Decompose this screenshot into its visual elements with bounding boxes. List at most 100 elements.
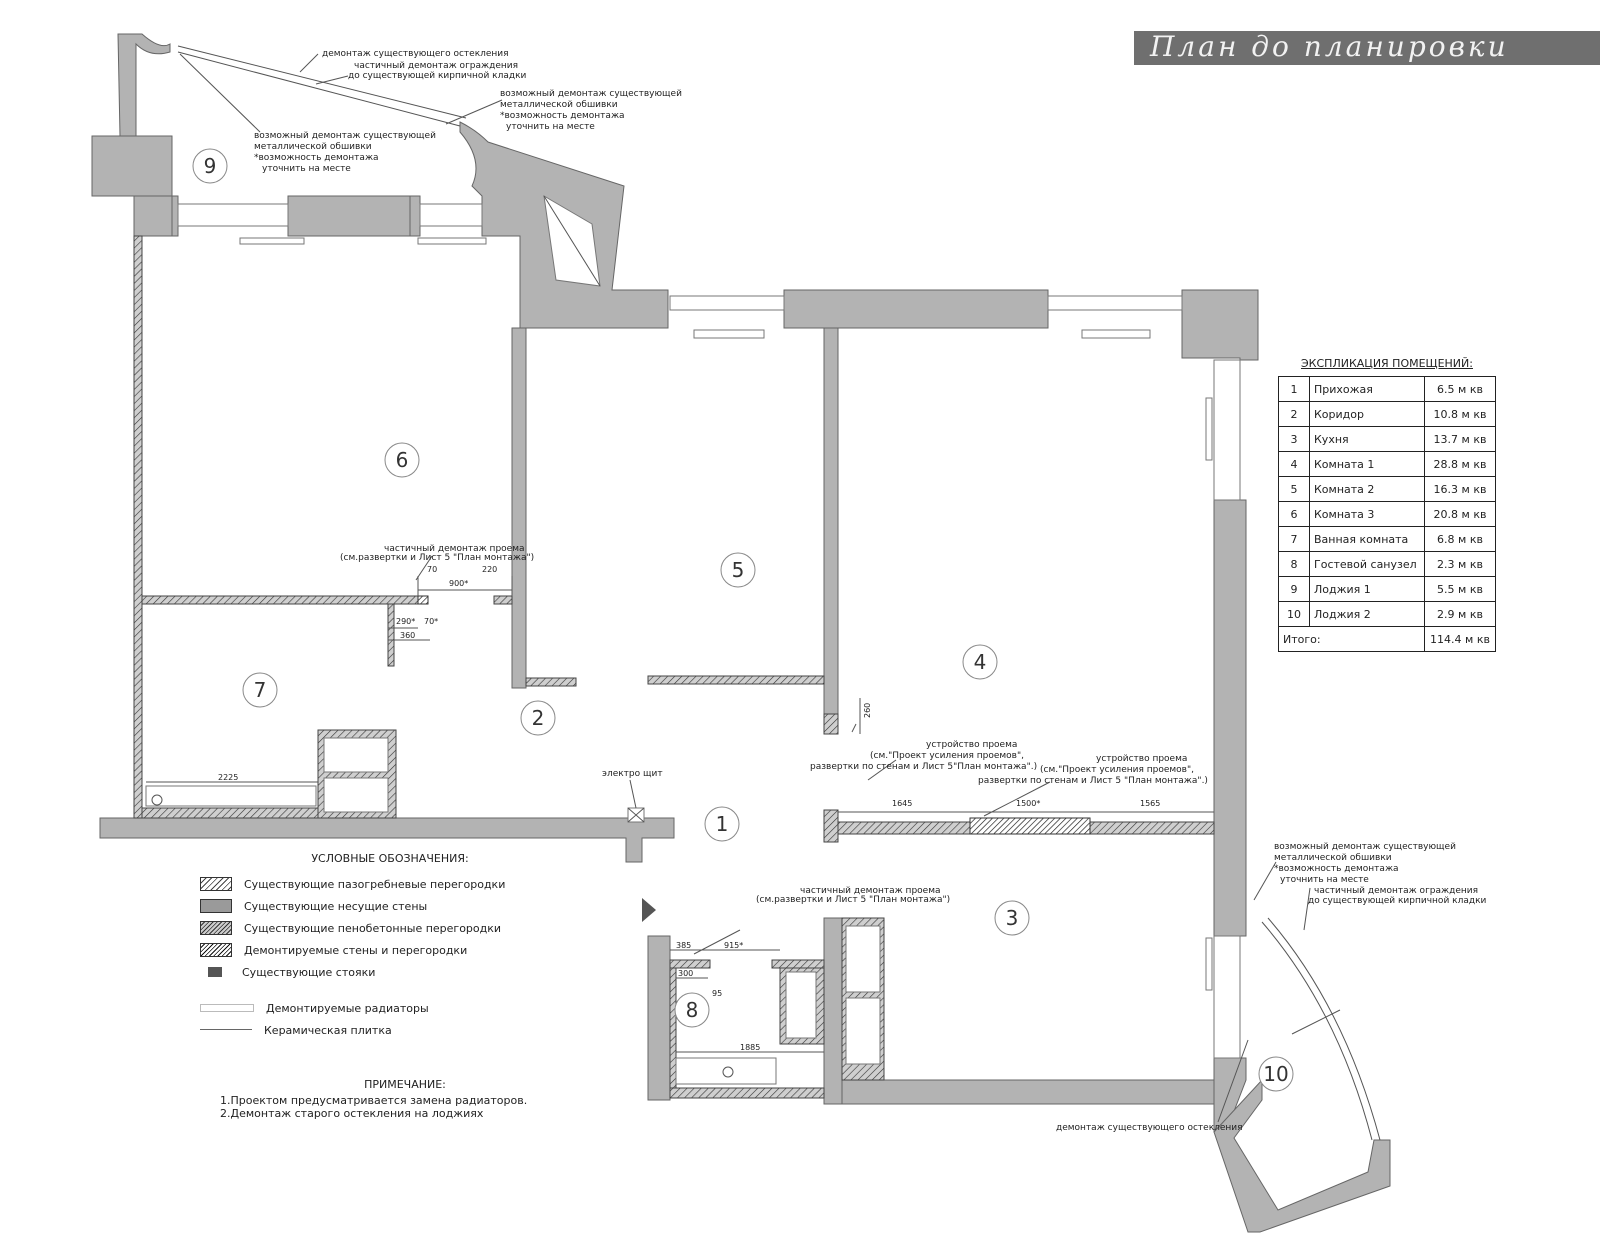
svg-text:900*: 900* — [449, 579, 468, 588]
notes-title: ПРИМЕЧАНИЕ: — [364, 1078, 446, 1091]
svg-text:металлической обшивки: металлической обшивки — [500, 100, 618, 110]
svg-text:290*: 290* — [396, 617, 415, 626]
svg-text:частичный демонтаж проема: частичный демонтаж проема — [384, 544, 525, 554]
explication-cell-area: 20.8 м кв — [1424, 501, 1496, 527]
svg-text:1565: 1565 — [1140, 799, 1160, 808]
explication-cell-name: Комната 1 — [1309, 451, 1425, 477]
note-line-1: 1.Проектом предусматривается замена ради… — [220, 1094, 528, 1107]
room-number-1: 1 — [716, 812, 729, 836]
svg-text:70: 70 — [427, 565, 437, 574]
leader-lines — [179, 53, 1341, 1123]
room-number-10: 10 — [1263, 1062, 1288, 1086]
explication-cell-name: Ванная комната — [1309, 526, 1425, 552]
radiators — [239, 237, 1213, 991]
shafts — [323, 195, 881, 1065]
svg-text:1645: 1645 — [892, 799, 912, 808]
electro-label: электро щит — [602, 769, 663, 779]
legend-row: Керамическая плитка — [200, 1019, 580, 1041]
demolished-swatch — [200, 943, 232, 957]
svg-text:металлической обшивки: металлической обшивки — [1274, 853, 1392, 863]
svg-text:возможный демонтаж существующе: возможный демонтаж существующей — [254, 131, 436, 141]
explication-cell-name: Комната 2 — [1309, 476, 1425, 502]
explication-title: ЭКСПЛИКАЦИЯ ПОМЕЩЕНИЙ: — [1301, 357, 1473, 370]
svg-text:демонтаж существующего остекле: демонтаж существующего остекления — [1056, 1123, 1243, 1133]
svg-text:385: 385 — [676, 941, 691, 950]
svg-text:1500*: 1500* — [1016, 799, 1040, 808]
svg-text:2225: 2225 — [218, 773, 238, 782]
svg-text:возможный демонтаж существующе: возможный демонтаж существующей — [500, 89, 682, 99]
dimension-lines — [146, 576, 1214, 1053]
bearing-wall-swatch — [200, 899, 232, 913]
explication-cell-area: 5.5 м кв — [1424, 576, 1496, 602]
legend-row: Существующие пенобетонные перегородки — [200, 917, 580, 939]
legend: УСЛОВНЫЕ ОБОЗНАЧЕНИЯ: Существующие пазог… — [200, 852, 580, 1041]
explication-total-label: Итого: — [1278, 626, 1425, 652]
explication-cell-no: 10 — [1278, 601, 1310, 627]
explication-cell-area: 6.8 м кв — [1424, 526, 1496, 552]
svg-text:70*: 70* — [424, 617, 438, 626]
explication-cell-area: 28.8 м кв — [1424, 451, 1496, 477]
room-number-3: 3 — [1006, 906, 1019, 930]
svg-text:*возможность демонтажа: *возможность демонтажа — [1274, 864, 1399, 874]
explication-total-row: Итого:114.4 м кв — [1278, 626, 1496, 652]
explication-cell-no: 2 — [1278, 401, 1310, 427]
explication-cell-area: 16.3 м кв — [1424, 476, 1496, 502]
explication-cell-name: Гостевой санузел — [1309, 551, 1425, 577]
windows — [177, 45, 1381, 1141]
fixtures — [145, 785, 777, 1085]
svg-text:уточнить на месте: уточнить на месте — [1280, 875, 1369, 885]
explication-cell-name: Лоджия 1 — [1309, 576, 1425, 602]
svg-text:уточнить на месте: уточнить на месте — [506, 122, 595, 132]
svg-text:демонтаж существующего остекле: демонтаж существующего остекления — [322, 49, 509, 59]
legend-row: Существующие пазогребневые перегородки — [200, 873, 580, 895]
room-number-5: 5 — [732, 558, 745, 582]
svg-text:развертки по стенам и Лист 5 ": развертки по стенам и Лист 5 "План монта… — [978, 776, 1208, 786]
demolished-wall-6 — [417, 595, 429, 605]
svg-text:260: 260 — [863, 703, 872, 718]
explication-total-value: 114.4 м кв — [1424, 626, 1496, 652]
svg-text:(см.развертки и Лист 5 "План м: (см.развертки и Лист 5 "План монтажа") — [756, 895, 950, 905]
explication-cell-area: 10.8 м кв — [1424, 401, 1496, 427]
svg-text:95: 95 — [712, 989, 722, 998]
radiator-swatch — [200, 1004, 254, 1012]
svg-text:частичный демонтаж проема: частичный демонтаж проема — [800, 886, 941, 896]
explication-cell-no: 9 — [1278, 576, 1310, 602]
room-number-2: 2 — [532, 706, 545, 730]
legend-row: Демонтируемые стены и перегородки — [200, 939, 580, 961]
explication-cell-area: 2.3 м кв — [1424, 551, 1496, 577]
explication-cell-name: Лоджия 2 — [1309, 601, 1425, 627]
explication-cell-area: 13.7 м кв — [1424, 426, 1496, 452]
explication-cell-no: 8 — [1278, 551, 1310, 577]
svg-text:устройство проема: устройство проема — [926, 740, 1017, 750]
explication-cell-name: Коридор — [1309, 401, 1425, 427]
svg-text:(см."Проект усиления проемов",: (см."Проект усиления проемов", — [870, 751, 1024, 761]
svg-text:915*: 915* — [724, 941, 743, 950]
room-number-8: 8 — [686, 998, 699, 1022]
explication-cell-no: 5 — [1278, 476, 1310, 502]
svg-text:360: 360 — [400, 631, 415, 640]
explication-cell-no: 3 — [1278, 426, 1310, 452]
explication-cell-no: 4 — [1278, 451, 1310, 477]
dimensions: 70 220 900* 290* 70* 360 2225 260 1645 1… — [218, 565, 1160, 1052]
legend-row: Существующие несущие стены — [200, 895, 580, 917]
riser-swatch — [208, 967, 222, 977]
svg-text:развертки по стенам и Лист 5"П: развертки по стенам и Лист 5"План монтаж… — [810, 762, 1037, 772]
svg-text:устройство проема: устройство проема — [1096, 754, 1187, 764]
explication-cell-area: 6.5 м кв — [1424, 376, 1496, 402]
demolished-wall — [969, 817, 1091, 835]
explication-cell-name: Комната 3 — [1309, 501, 1425, 527]
explication-cell-no: 1 — [1278, 376, 1310, 402]
explication-cell-no: 6 — [1278, 501, 1310, 527]
notes: ПРИМЕЧАНИЕ: 1.Проектом предусматривается… — [220, 1078, 590, 1120]
